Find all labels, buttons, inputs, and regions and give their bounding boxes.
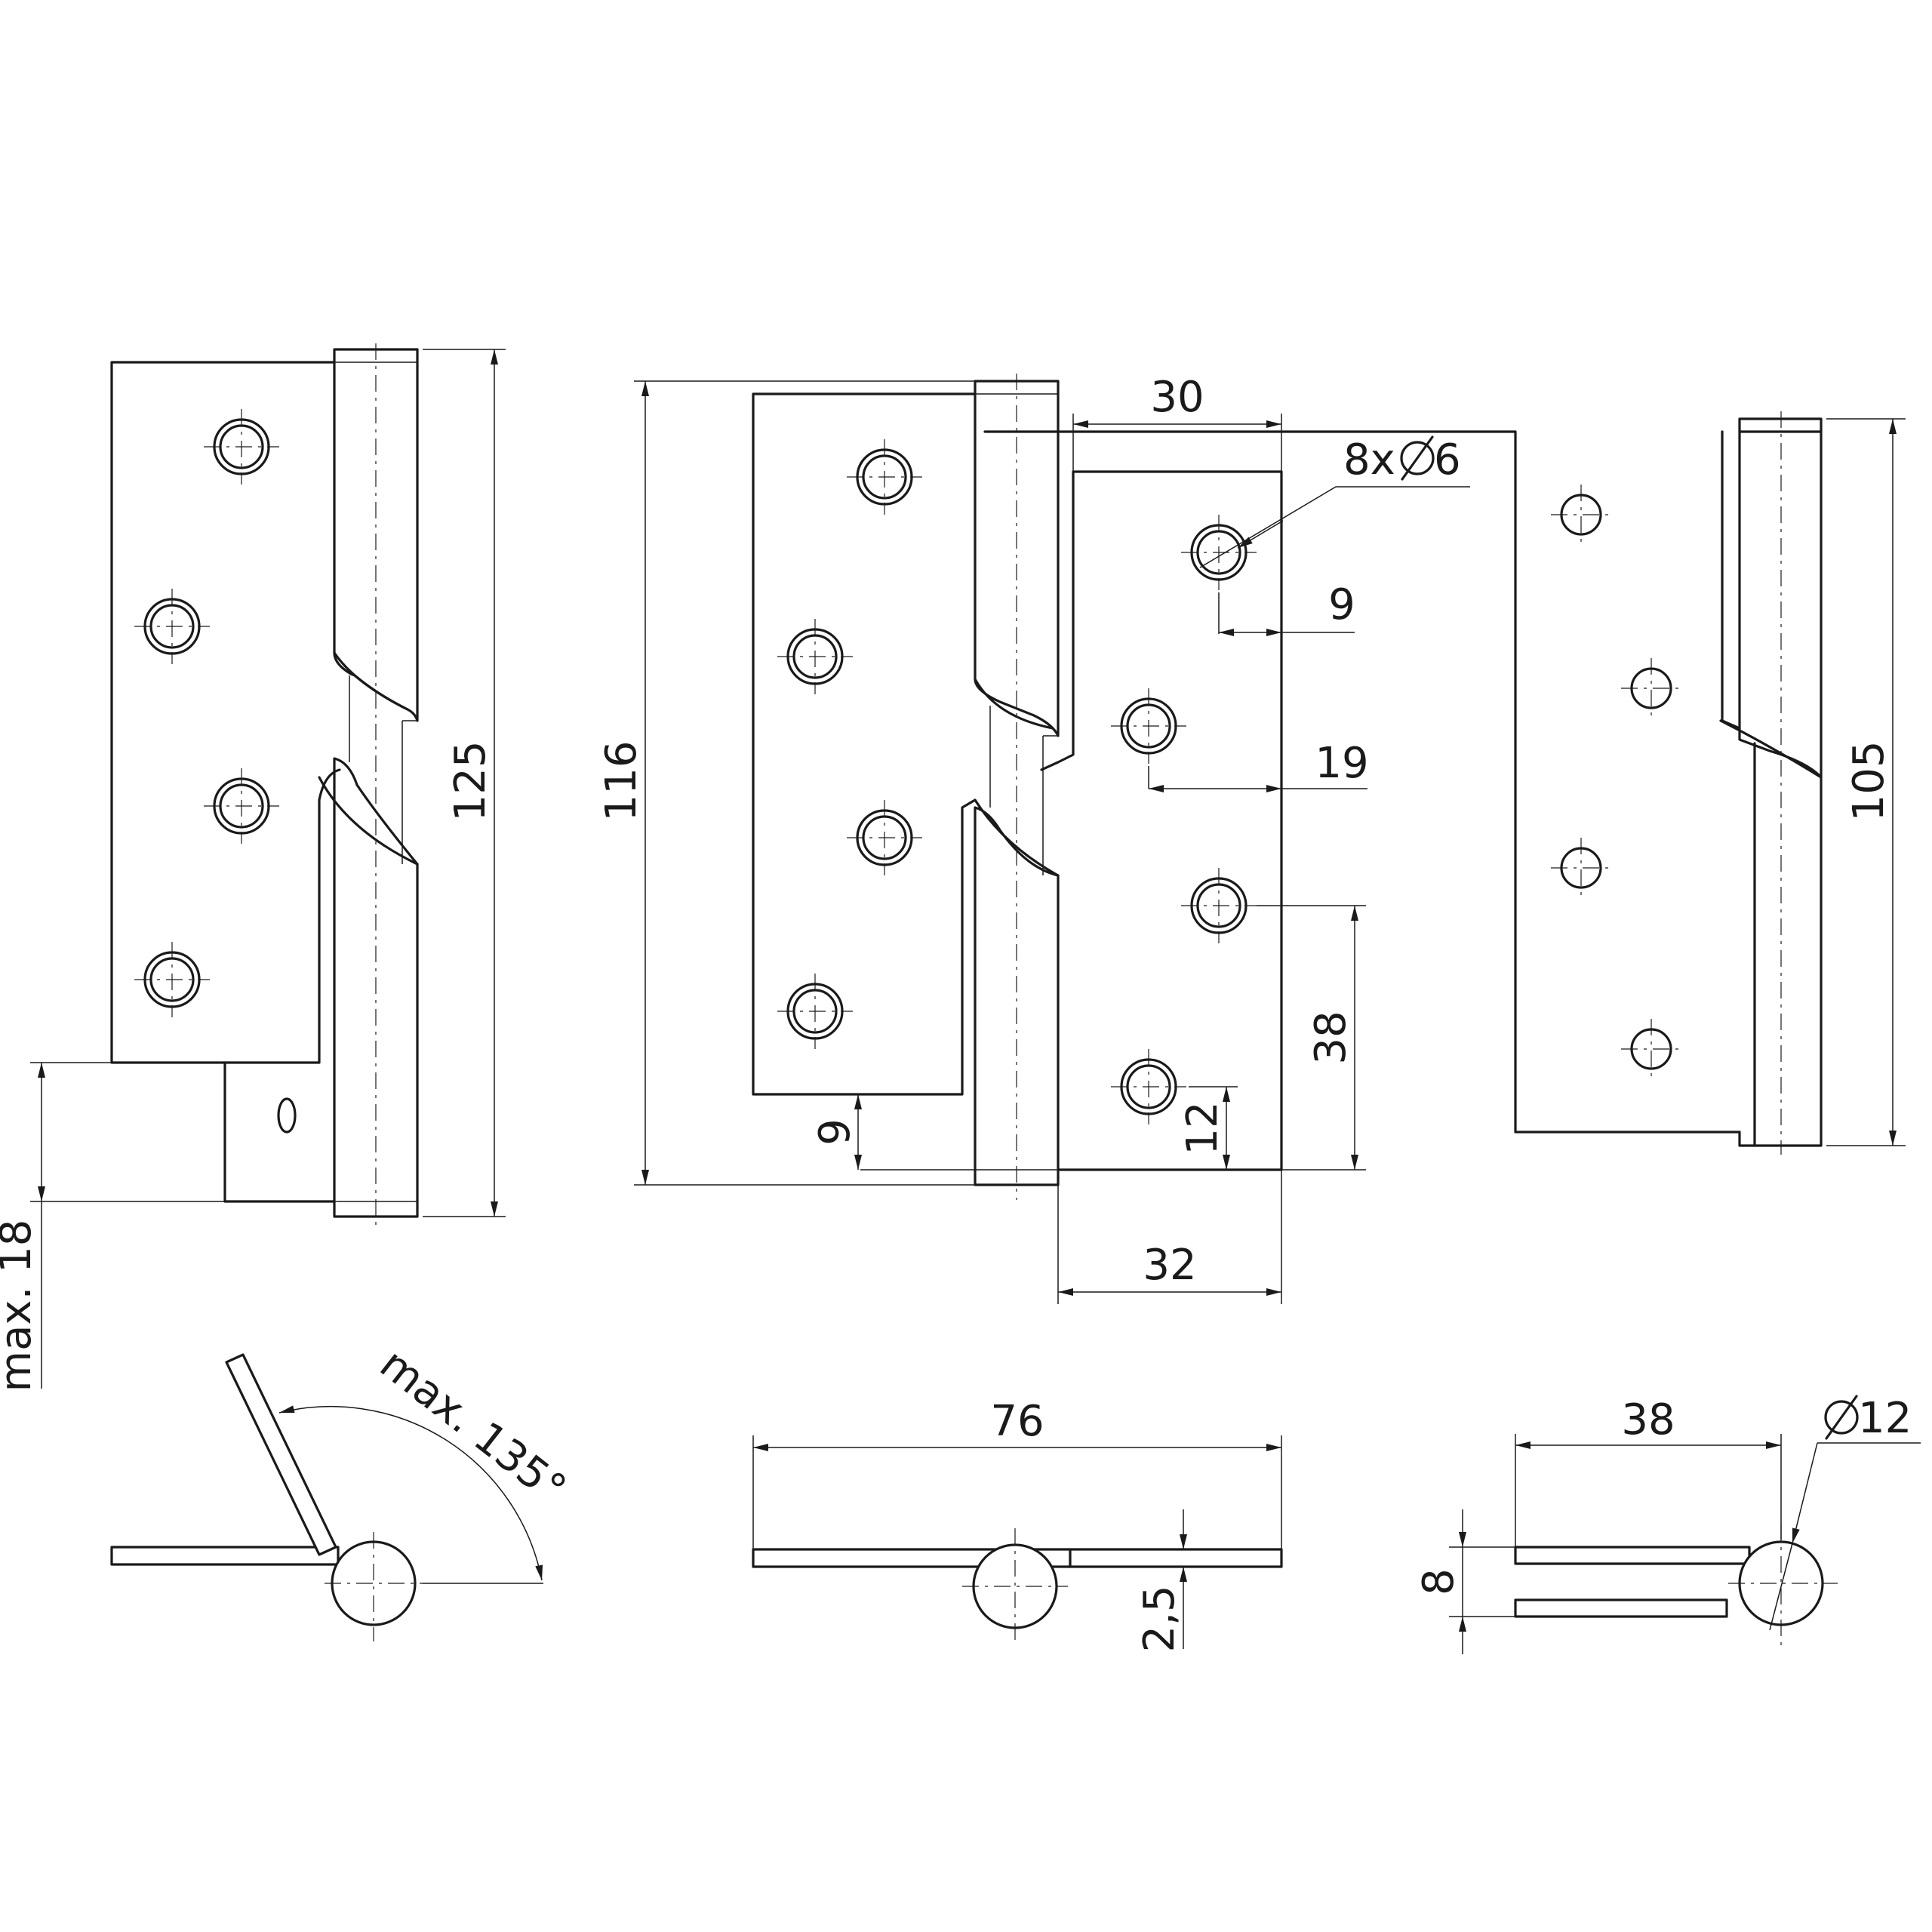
left-view-lower-tab [223, 1061, 336, 1203]
left-view-screw-hole [204, 409, 279, 485]
open-angle-label: max. 135° [371, 1340, 575, 1514]
fixed-leaf-section [110, 1546, 340, 1566]
dim-gap-label: 8 [1414, 1568, 1463, 1595]
dim-middle-height-label: 116 [597, 741, 646, 822]
knuckle-diameter-label: 12 [1858, 1394, 1912, 1443]
dim-spacing-38-label: 38 [1306, 1011, 1355, 1064]
dim-leaf-width-label: 38 [1621, 1395, 1675, 1444]
dim-bottom-width: 32 [1057, 1170, 1282, 1304]
middle-view-screw-hole [1181, 868, 1257, 943]
right-view-hole [1551, 838, 1611, 898]
middle-view-screw-hole [1111, 688, 1186, 764]
closed-leaf-bottom [1514, 1598, 1728, 1618]
dim-leaf-width: 38 [1515, 1395, 1782, 1547]
middle-view-right-leaf [1057, 470, 1283, 1171]
diameter-symbol-icon [1400, 435, 1435, 481]
left-view-screw-hole [134, 589, 210, 664]
right-view-hole [1621, 658, 1681, 718]
right-view-helix [1719, 719, 1823, 779]
dim-middle-height: 116 [597, 380, 975, 1186]
dim-spacing-38: 38 [1257, 905, 1366, 1171]
dim-left-height: 125 [423, 349, 506, 1217]
middle-view-screw-hole [777, 619, 853, 694]
dim-right-height: 105 [1826, 418, 1906, 1146]
middle-front-view: 116 30 8x 6 9 [597, 373, 1470, 1304]
dim-edge-9: 9 [1218, 580, 1355, 636]
dim-bottom-width-label: 32 [1143, 1241, 1196, 1290]
dim-top-width: 30 [1072, 373, 1282, 472]
middle-view-screw-hole [1111, 1049, 1186, 1124]
left-view-helix [318, 651, 419, 866]
dim-bottom-9: 9 [811, 1094, 975, 1171]
flat-leaf-right [1069, 1548, 1283, 1568]
open-leaf-section [225, 1353, 337, 1556]
left-view-screw-hole [204, 768, 279, 844]
hole-count-label: 8x [1343, 435, 1395, 485]
middle-view-screw-hole [847, 439, 922, 515]
dim-bottom-9-label: 9 [811, 1118, 860, 1146]
dim-left-offset: max. 18 [0, 1062, 225, 1392]
middle-view-screw-hole [847, 800, 922, 875]
right-view-hole [1551, 485, 1611, 545]
middle-view-screw-hole [1181, 515, 1257, 590]
left-front-view: 125 max. 18 [0, 343, 506, 1392]
middle-view-screw-hole [777, 974, 853, 1049]
dim-gap: 8 [1414, 1509, 1515, 1654]
dim-edge-9-label: 9 [1328, 580, 1355, 629]
flat-section-view: 76 2,5 [752, 1397, 1283, 1653]
dim-total-width: 76 [752, 1397, 1282, 1549]
left-view-leaf-outline [110, 361, 341, 1064]
dim-thickness-label: 2,5 [1135, 1585, 1184, 1652]
opening-angle-view: max. 135° [110, 1340, 575, 1641]
left-view-slot-hole [277, 1097, 297, 1134]
closed-leaf-top [1514, 1546, 1751, 1565]
dim-top-width-label: 30 [1150, 373, 1204, 422]
left-view-screw-hole [134, 942, 210, 1017]
right-side-view: 105 [983, 411, 1906, 1155]
closed-section-view: 38 12 8 [1414, 1394, 1921, 1654]
hole-diameter-label: 6 [1434, 435, 1461, 485]
hole-callout: 8x 6 [1199, 435, 1470, 568]
knuckle-callout: 12 [1769, 1394, 1921, 1631]
dim-right-height-label: 105 [1844, 741, 1894, 822]
right-view-hole [1621, 1019, 1681, 1079]
right-view-knuckle [1738, 417, 1823, 1147]
dim-left-offset-label: max. 18 [0, 1220, 41, 1392]
middle-view-helix [974, 678, 1060, 877]
middle-view-left-leaf [752, 392, 977, 1096]
right-view-plate [983, 430, 1741, 1134]
dim-total-width-label: 76 [990, 1397, 1044, 1446]
dim-edge-19: 19 [1148, 739, 1369, 792]
dim-spacing-12-label: 12 [1178, 1101, 1227, 1155]
dim-edge-19-label: 19 [1315, 739, 1368, 788]
right-view-knuckle-base [1721, 430, 1823, 1147]
dim-thickness: 2,5 [1135, 1509, 1201, 1653]
dim-left-height-label: 125 [446, 741, 495, 822]
dim-spacing-12: 12 [1178, 1086, 1238, 1170]
diameter-symbol-icon [1824, 1395, 1859, 1440]
